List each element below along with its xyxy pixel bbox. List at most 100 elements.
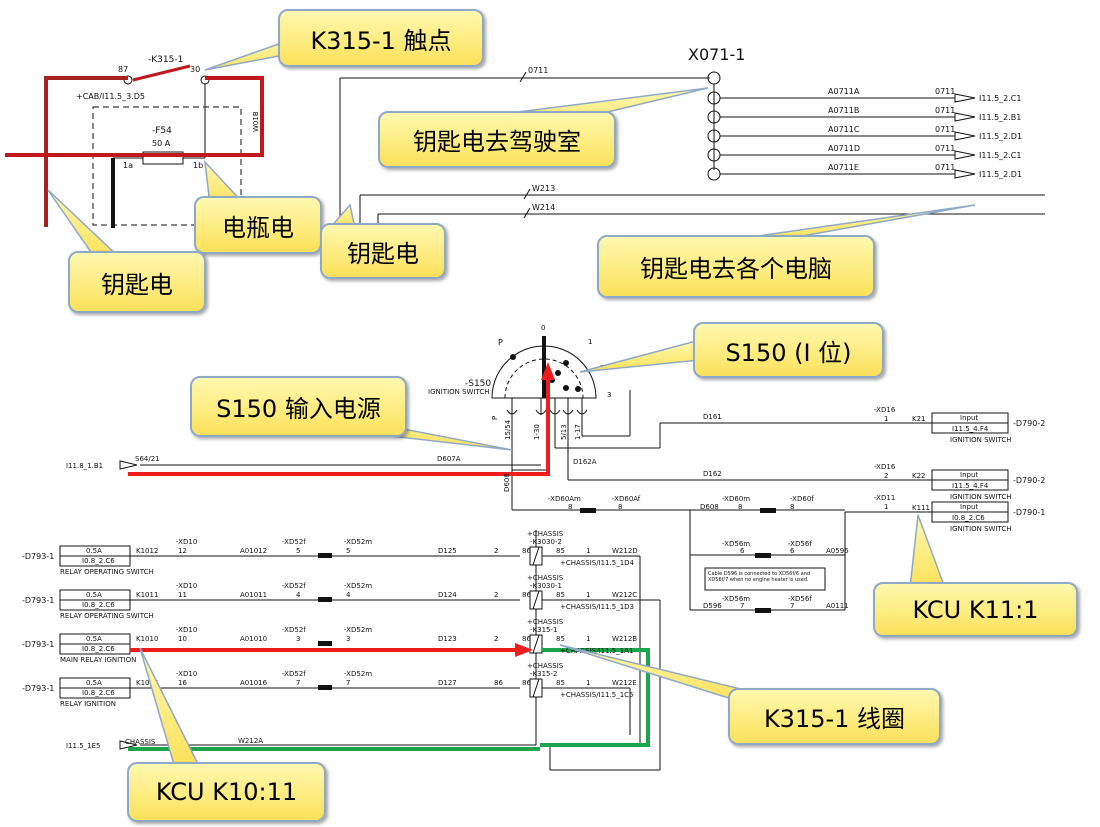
row-xd52m-pin-label: 5 <box>346 547 350 555</box>
callout-kcu-k11: KCU K11:1 <box>873 582 1078 637</box>
wire-d608-label: D608 <box>700 503 719 511</box>
branch-tag-label: 0711 <box>935 106 955 115</box>
ground-return-path <box>128 648 650 751</box>
row-out-wire-label: W212D <box>612 547 638 555</box>
xd16-label: -XD16 <box>874 463 896 471</box>
switch-ref-label: -S150 <box>465 379 491 389</box>
xd11-label: -XD11 <box>874 494 895 502</box>
ecu-labels: Input I11.5_4.F4 IGNITION SWITCH -D790-2… <box>874 406 1045 533</box>
wire-d607a-label: D607A <box>437 455 461 463</box>
wire-w213-label: W213 <box>532 184 555 193</box>
row-xd52m-pin-label: 4 <box>346 591 351 599</box>
chassis-wire-label: W212A <box>238 737 263 745</box>
row-rating-label: 0.5A <box>86 679 102 687</box>
k111-label: K111 <box>912 504 930 512</box>
row-dwire-label: D127 <box>438 679 457 687</box>
row-xd52f-label: -XD52f <box>282 626 306 634</box>
row-xd52m-label: -XD52m <box>344 626 372 634</box>
callout-s150-input: S150 输入电源 <box>190 376 407 437</box>
relay-enclosure <box>92 106 242 226</box>
callout-kcu-k10: KCU K10:11 <box>127 762 326 822</box>
row-rating-label: 0.5A <box>86 635 102 643</box>
wire-a0596-label: A0596 <box>826 547 849 555</box>
ecu-input-title: Input <box>960 471 978 479</box>
row-xd10-label: -XD10 <box>176 626 197 634</box>
connector-x071-label: X071-1 <box>688 45 745 64</box>
relay-pin-86-label: 86 <box>522 679 531 687</box>
branch-wire-label: A0711A <box>828 87 860 96</box>
battery-power-path <box>5 76 264 157</box>
branch-ref-label: I11.5_2.B1 <box>979 113 1021 122</box>
xd16-label: -XD16 <box>874 406 896 414</box>
row-relay-ref-label: +CHASSIS/I11.5_1A1 <box>560 647 633 655</box>
row-desc-label: RELAY OPERATING SWITCH <box>60 612 154 620</box>
row-dwire-label: D125 <box>438 547 457 555</box>
xd11-pin-label: 1 <box>884 503 888 511</box>
ecu-device-label: -D790-2 <box>1013 476 1045 485</box>
pin-8-label: 8 <box>738 503 742 511</box>
row-kpin-label: K1016 <box>136 679 159 687</box>
switch-input-ref: I11.8_1.B1 <box>66 462 103 470</box>
row-xd52m-label: -XD52m <box>344 582 372 590</box>
row-desc-label: RELAY IGNITION <box>60 700 116 708</box>
relay-pin-85-label: 85 <box>556 635 565 643</box>
row-rating-label: 0.5A <box>86 547 102 555</box>
row-chassis-label: +CHASSIS <box>527 574 564 582</box>
xd56f-label: -XD56f <box>788 595 812 603</box>
row-device-label: -D793-1 <box>22 684 54 693</box>
row-xd52f-pin-label: 3 <box>296 635 300 643</box>
key-power-path-dark <box>44 76 128 227</box>
row-relay-label: -K3030-1 <box>530 582 562 590</box>
relay-row-lines <box>59 530 661 771</box>
row-xd10-pin-label: 16 <box>178 679 187 687</box>
relay-pin-85-label: 85 <box>556 679 565 687</box>
kcu-k10-arrow <box>515 643 533 657</box>
pin-1a-label: 1a <box>123 161 133 170</box>
row-xd52f-pin-label: 5 <box>296 547 300 555</box>
row-rating-label: 0.5A <box>86 591 102 599</box>
xd56m-label: -XD56m <box>722 540 750 548</box>
row-xd52m-label: -XD52m <box>344 670 372 678</box>
wire-a0111-label: A0111 <box>826 602 849 610</box>
branch-tag-label: 0711 <box>935 125 955 134</box>
branch-wire-label: A0711C <box>828 125 860 134</box>
row-desc-label: RELAY OPERATING SWITCH <box>60 568 154 576</box>
callout-key-to-ecus: 钥匙电去各个电脑 <box>597 235 875 298</box>
row-relay-ref-label: +CHASSIS/I11.5_1C5 <box>560 691 634 699</box>
ecu-input-desc: IGNITION SWITCH <box>950 525 1012 533</box>
xd16-pin-label: 1 <box>884 415 888 423</box>
row-kpin-label: K1012 <box>136 547 158 555</box>
xd60am-label: -XD60Am <box>548 495 581 503</box>
ecu-input-title: Input <box>960 414 978 422</box>
ecu-input-desc: IGNITION SWITCH <box>950 493 1012 501</box>
callout-s150-position: S150 (I 位) <box>693 322 884 378</box>
xd60-labels: -XD60Am 8 -XD60Af 8 D608 -XD60m 8 -XD60f… <box>548 495 849 610</box>
row-desc-label: MAIN RELAY IGNITION <box>60 656 136 664</box>
wire-0711-label: 0711 <box>528 66 548 75</box>
wire-w214-label: W214 <box>532 203 555 212</box>
row-coil-pin-label: 86 <box>494 679 503 687</box>
relay-pin-85-label: 85 <box>556 591 565 599</box>
relay-pin-1-label: 1 <box>586 679 590 687</box>
row-dwire-label: D123 <box>438 635 457 643</box>
ecu-input-title: Input <box>960 503 978 511</box>
pin-8-label: 8 <box>790 503 794 511</box>
row-xd52f-label: -XD52f <box>282 538 306 546</box>
row-device-label: -D793-1 <box>22 596 54 605</box>
chassis-ref-label: I11.5_1E5 <box>66 742 100 750</box>
ecu-device-label: -D790-2 <box>1013 419 1045 428</box>
switch-name-label: IGNITION SWITCH <box>428 388 490 396</box>
row-xd52f-pin-label: 4 <box>296 591 301 599</box>
row-xd52m-label: -XD52m <box>344 538 372 546</box>
row-xd10-label: -XD10 <box>176 670 197 678</box>
top-labels: -K315-1 87 30 +CAB/I11.5_3.D5 -F54 50 A … <box>76 45 1022 212</box>
chassis-label: CHASSIS <box>125 738 156 746</box>
switch-pin-label: 1-17 <box>574 424 582 440</box>
branch-ref-label: I11.5_2.D1 <box>979 132 1022 141</box>
xd60-connectors <box>689 510 845 611</box>
relay-pin-1-label: 1 <box>586 547 590 555</box>
row-out-wire-label: W212E <box>612 679 637 687</box>
row-xd52f-label: -XD52f <box>282 582 306 590</box>
